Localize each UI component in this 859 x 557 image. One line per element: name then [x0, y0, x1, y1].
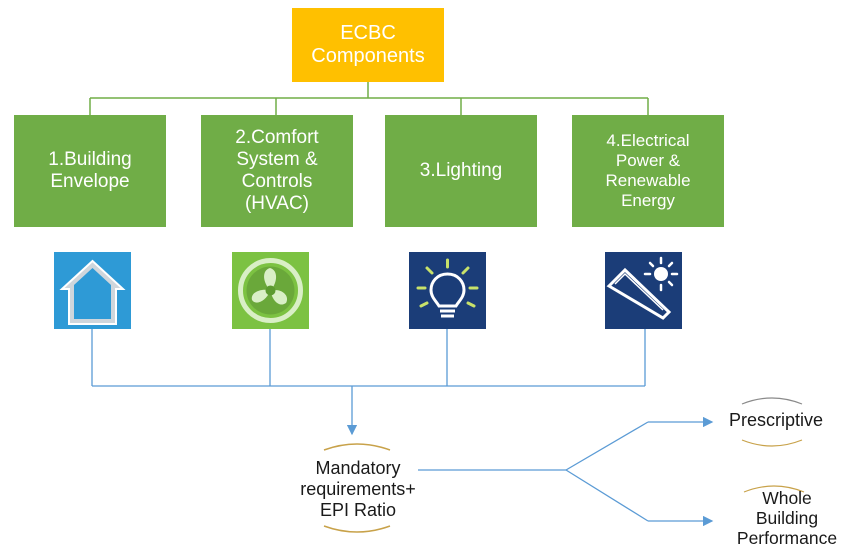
component-building-envelope: 1.Building Envelope [14, 115, 166, 227]
component-lighting: 3.Lighting [385, 115, 537, 227]
root-to-components-connectors [89, 82, 649, 115]
solar-panel-sun-icon [605, 252, 682, 329]
outcome-to-paths-connectors [418, 416, 714, 527]
path-prescriptive: Prescriptive [728, 410, 824, 430]
outcome-top-arc [323, 443, 391, 451]
prescriptive-top-arc [741, 397, 803, 405]
component-electrical-renewable: 4.Electrical Power & Renewable Energy [572, 115, 724, 227]
outcome-bottom-arc [323, 525, 391, 533]
house-icon [54, 252, 131, 329]
root-node-ecbc-components: ECBC Components [292, 8, 444, 82]
path-whole-building-performance: Whole Building Performance [736, 488, 838, 548]
prescriptive-bottom-arc [741, 439, 803, 447]
fan-icon [232, 252, 309, 329]
icons-to-outcome-connectors [91, 329, 646, 436]
outcome-mandatory-epi: Mandatory requirements+ EPI Ratio [300, 458, 416, 520]
whole-building-top-arc [743, 485, 805, 493]
component-comfort-system-hvac: 2.Comfort System & Controls (HVAC) [201, 115, 353, 227]
light-bulb-icon [409, 252, 486, 329]
